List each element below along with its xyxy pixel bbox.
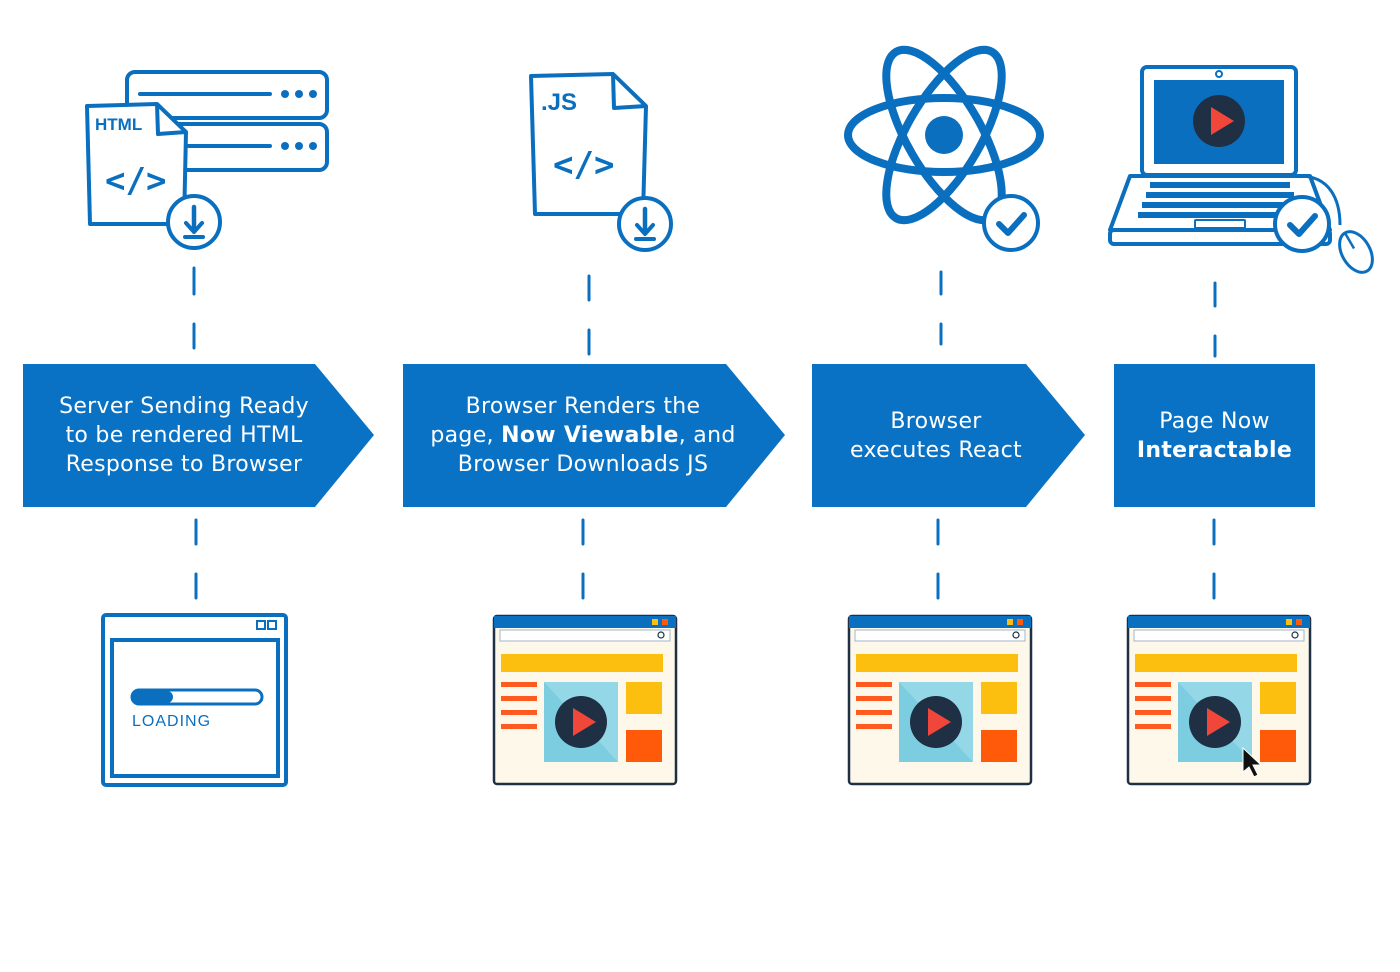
step-1-text: Server Sending Ready to be rendered HTML…: [23, 364, 345, 507]
interactive-page-window-icon: [1126, 614, 1312, 786]
rendered-page-window-icon: [492, 614, 678, 786]
step-2-banner: [403, 364, 785, 507]
step-2-line-2: page, Now Viewable, and: [430, 423, 736, 448]
step-1-line-1: Server Sending Ready: [59, 394, 309, 419]
server-html-download-icon: HTML </>: [85, 70, 329, 248]
step-3-text: Browser executes React: [812, 364, 1060, 507]
react-atom-check-icon: [844, 45, 1044, 250]
step-4-text: Page Now Interactable: [1114, 364, 1315, 507]
step-2-text: Browser Renders the page, Now Viewable, …: [403, 364, 763, 507]
step-3-banner: [812, 364, 1085, 507]
loading-label: LOADING: [132, 713, 211, 730]
step-3-line-2: executes React: [850, 437, 1022, 463]
svg-text:</>: </>: [105, 161, 166, 201]
step-2-line-3: Browser Downloads JS: [457, 452, 709, 477]
mouse-pointer-icon: [1242, 746, 1263, 778]
step-4-banner: [1114, 364, 1315, 507]
step-1-line-3: Response to Browser: [65, 452, 303, 477]
step-3-line-1: Browser: [890, 408, 982, 434]
html-file-label: HTML: [95, 115, 142, 134]
step-1-line-2: to be rendered HTML: [65, 423, 303, 448]
step-4-line-2: Interactable: [1136, 437, 1293, 463]
svg-text:</>: </>: [553, 145, 614, 185]
js-file-label: .JS: [541, 89, 577, 116]
laptop-play-check-icon: [1108, 65, 1374, 274]
step-2-bold: Now Viewable: [501, 423, 679, 448]
rendered-page-window-icon: [847, 614, 1033, 786]
connectors-bottom: [194, 518, 1216, 600]
step-4-line-1: Page Now: [1159, 408, 1270, 434]
connectors-top: [192, 266, 1217, 358]
step-1-banner: [23, 364, 374, 507]
step-2-line-1: Browser Renders the: [465, 394, 701, 419]
loading-window-icon: LOADING: [101, 613, 288, 787]
js-file-download-icon: .JS </>: [529, 72, 671, 250]
